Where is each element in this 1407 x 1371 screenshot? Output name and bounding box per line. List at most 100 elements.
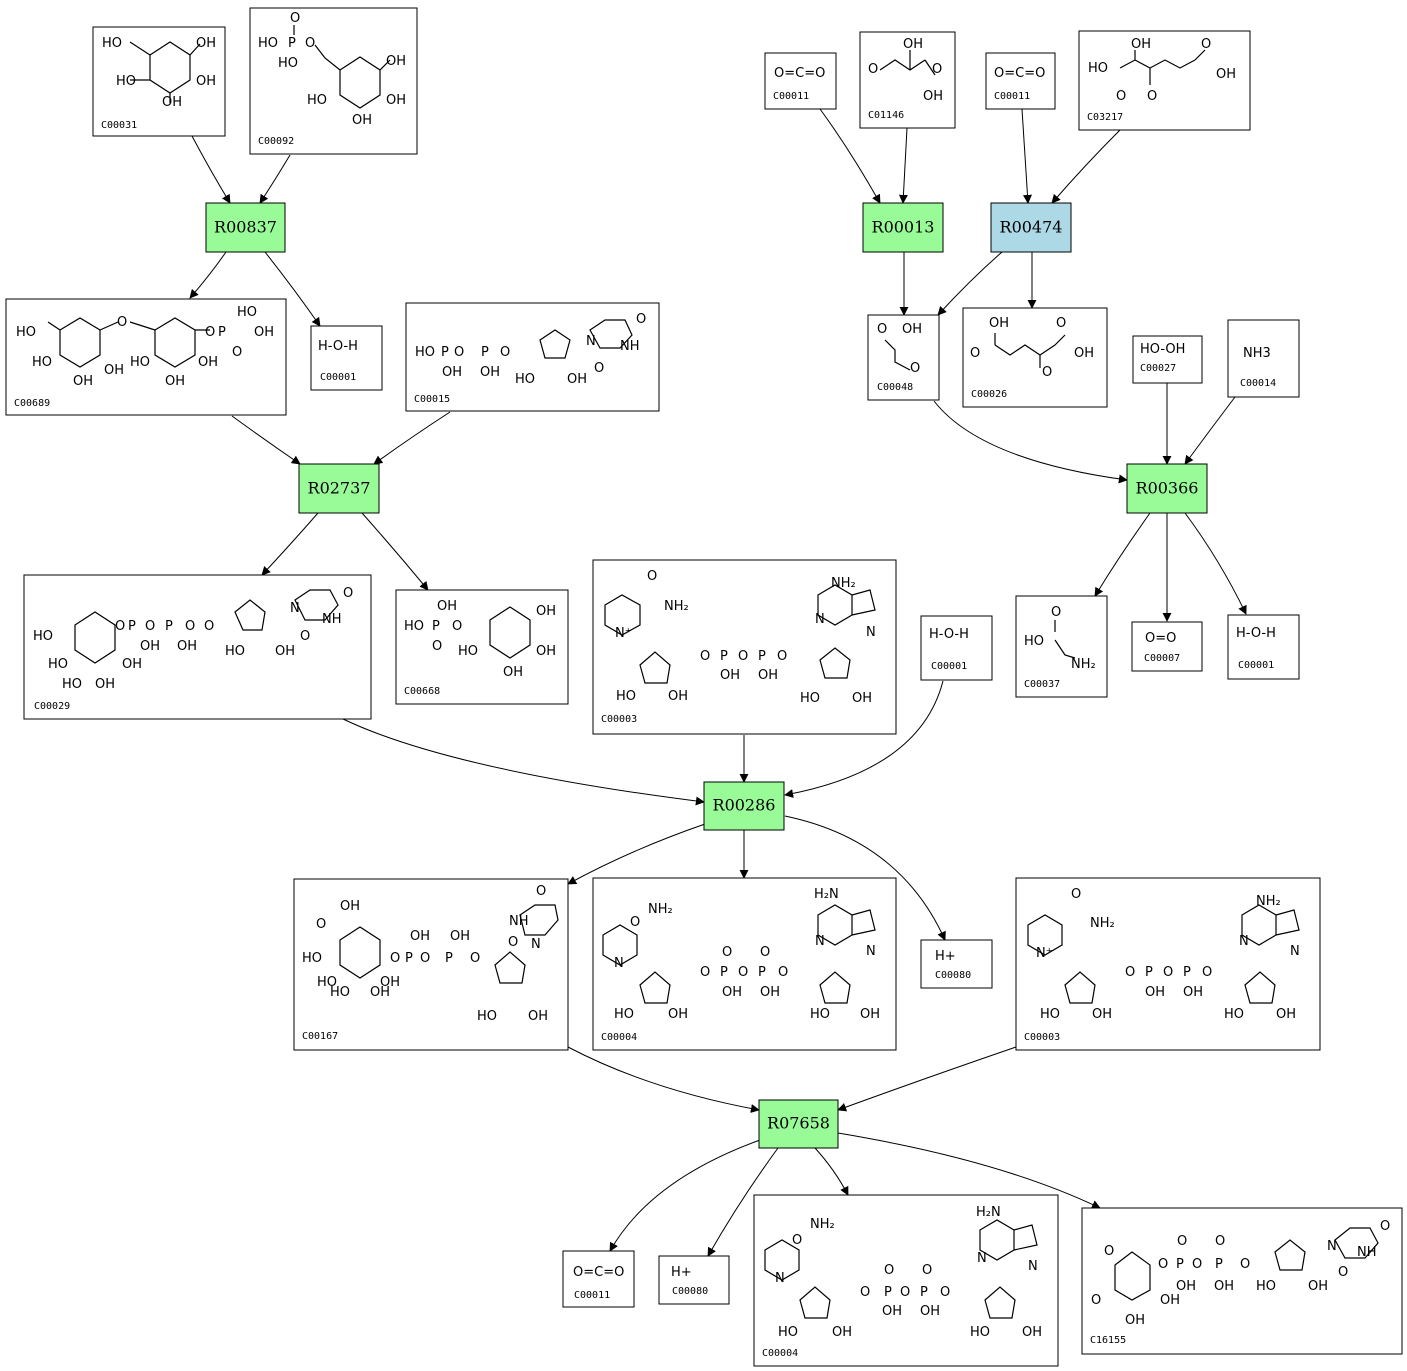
reaction-box[interactable] [1126, 463, 1208, 514]
compound-box[interactable] [920, 939, 993, 989]
compound-c00007[interactable]: O=O C00007 [1131, 621, 1203, 672]
svg-text:HO: HO [258, 36, 278, 51]
compound-c00011[interactable]: O=C=O C00011 [985, 52, 1056, 110]
svg-text:OH: OH [254, 325, 274, 340]
svg-text:HO: HO [810, 1007, 830, 1022]
compound-box[interactable] [1015, 877, 1321, 1051]
reaction-box[interactable] [205, 202, 286, 253]
reaction-box[interactable] [990, 202, 1072, 253]
compound-box[interactable] [405, 302, 660, 412]
compound-box[interactable] [1227, 319, 1300, 398]
compound-box[interactable] [1015, 595, 1108, 698]
compound-box[interactable] [592, 559, 897, 735]
compound-box[interactable] [592, 877, 897, 1051]
compound-c03217[interactable]: OH HO O OH O O C03217 [1078, 30, 1251, 131]
edge-r00837-c00001 [264, 251, 321, 327]
compound-label: C00080 [672, 1286, 708, 1297]
compound-label: C00167 [302, 1031, 338, 1042]
compound-c00011[interactable]: O=C=O C00011 [562, 1250, 635, 1308]
reaction-r02737[interactable]: R02737 [298, 463, 380, 514]
compound-box[interactable] [1227, 614, 1300, 680]
structure-udp-4-keto-pentose: O O P O P O O O OH OH O OH OH HO OH N NH… [1091, 1219, 1390, 1328]
edge-c00001-r00286 [784, 680, 944, 798]
compound-c00001[interactable]: H-O-H C00001 [920, 615, 993, 681]
compound-box[interactable] [658, 1255, 730, 1305]
compound-c00001[interactable]: H-O-H C00001 [310, 325, 383, 391]
compound-box[interactable] [867, 314, 940, 401]
compound-box[interactable] [764, 52, 837, 110]
reaction-box[interactable] [862, 202, 944, 253]
compound-label: C00027 [1140, 363, 1176, 374]
compound-c00004[interactable]: NH₂ O N O P O P O O O OH OH HO OH H₂N N … [592, 877, 897, 1051]
svg-text:P: P [218, 325, 226, 340]
structure-glucose-6-phosphate: HO P O O HO OH HO OH OH [258, 11, 406, 128]
svg-text:OH: OH [442, 365, 462, 380]
reaction-label: R00474 [1000, 218, 1063, 237]
reaction-r00013[interactable]: R00013 [862, 202, 944, 253]
compound-box[interactable] [920, 615, 993, 681]
svg-text:HO: HO [116, 74, 136, 89]
formula-text: O=C=O [573, 1265, 624, 1280]
structure-hydroxy-oxoglutarate: OH HO O OH O O [1088, 37, 1236, 104]
compound-c16155[interactable]: O O P O P O O O OH OH O OH OH HO OH N NH… [1081, 1207, 1403, 1355]
compound-c00668[interactable]: OH HO P O O OH OH HO OH C00668 [395, 589, 569, 705]
reaction-box[interactable] [298, 463, 380, 514]
compound-c00027[interactable]: HO-OH C00027 [1132, 335, 1203, 384]
svg-text:O: O [877, 322, 887, 337]
svg-text:P: P [441, 345, 449, 360]
reaction-r07658[interactable]: R07658 [758, 1099, 839, 1149]
compound-box[interactable] [859, 31, 956, 129]
svg-text:O: O [1215, 1234, 1225, 1249]
reaction-r00474[interactable]: R00474 [990, 202, 1072, 253]
compound-box[interactable] [310, 325, 383, 391]
svg-text:P: P [165, 619, 173, 634]
compound-box[interactable] [753, 1194, 1059, 1367]
compound-box[interactable] [962, 307, 1108, 408]
reaction-r00286[interactable]: R00286 [703, 781, 785, 831]
compound-c00026[interactable]: OH O O OH O C00026 [962, 307, 1108, 408]
svg-text:HO: HO [404, 619, 424, 634]
compound-c00011[interactable]: O=C=O C00011 [764, 52, 837, 110]
compound-c00029[interactable]: HO O P O P O O OH OH HO OH HO OH HO OH N… [23, 574, 372, 720]
compound-c00048[interactable]: O OH O C00048 [867, 314, 940, 401]
svg-text:HO: HO [1024, 634, 1044, 649]
reaction-label: R00366 [1136, 479, 1199, 498]
compound-c00080[interactable]: H+ C00080 [658, 1255, 730, 1305]
compound-c00037[interactable]: O HO NH₂ C00037 [1015, 595, 1108, 698]
compound-c00003[interactable]: O NH₂ N⁺ O P O P O OH OH HO OH NH₂ N N H… [1015, 877, 1321, 1051]
compound-c00004[interactable]: NH₂ O N O P O P O O O OH OH HO OH H₂N N … [753, 1194, 1059, 1367]
svg-text:HO: HO [307, 93, 327, 108]
compound-c00015[interactable]: HO P O P O OH OH HO OH N NH O O C00015 [405, 302, 660, 412]
compound-c00092[interactable]: HO P O O HO OH HO OH OH C00092 [249, 7, 418, 155]
compound-box[interactable] [1131, 621, 1203, 672]
compound-box[interactable] [23, 574, 372, 720]
svg-text:OH: OH [722, 985, 742, 1000]
svg-text:OH: OH [1125, 1313, 1145, 1328]
structure-nad: O NH₂ N⁺ O P O P O OH OH HO OH NH₂ N N H… [1027, 887, 1300, 1022]
compound-c00167[interactable]: O OH HO O P O P O OH OH HO OH HO OH NH O… [293, 878, 569, 1051]
compound-box[interactable] [92, 26, 226, 137]
svg-text:P: P [758, 649, 766, 664]
reaction-box[interactable] [703, 781, 785, 831]
compound-box[interactable] [1081, 1207, 1403, 1355]
compound-box[interactable] [293, 878, 569, 1051]
svg-text:HO: HO [800, 691, 820, 706]
compound-c00003[interactable]: O NH₂ N⁺ O P O P O OH OH HO OH NH₂ N N H… [592, 559, 897, 735]
compound-c00689[interactable]: HO O O P HO OH O HO OH OH HO OH OH C0068… [5, 298, 287, 416]
compound-box[interactable] [562, 1250, 635, 1308]
compound-box[interactable] [249, 7, 418, 155]
reaction-r00366[interactable]: R00366 [1126, 463, 1208, 514]
compound-c01146[interactable]: OH O O OH C01146 [859, 31, 956, 129]
reaction-r00837[interactable]: R00837 [205, 202, 286, 253]
compound-box[interactable] [5, 298, 287, 416]
compound-c00080[interactable]: H+ C00080 [920, 939, 993, 989]
compound-box[interactable] [1132, 335, 1203, 384]
compound-c00014[interactable]: NH3 C00014 [1227, 319, 1300, 398]
svg-text:NH: NH [620, 339, 640, 354]
compound-box[interactable] [395, 589, 569, 705]
reaction-box[interactable] [758, 1099, 839, 1149]
compound-c00001[interactable]: H-O-H C00001 [1227, 614, 1300, 680]
compound-box[interactable] [1078, 30, 1251, 131]
compound-c00031[interactable]: HO OH HO OH OH C00031 [92, 26, 226, 137]
compound-box[interactable] [985, 52, 1056, 110]
